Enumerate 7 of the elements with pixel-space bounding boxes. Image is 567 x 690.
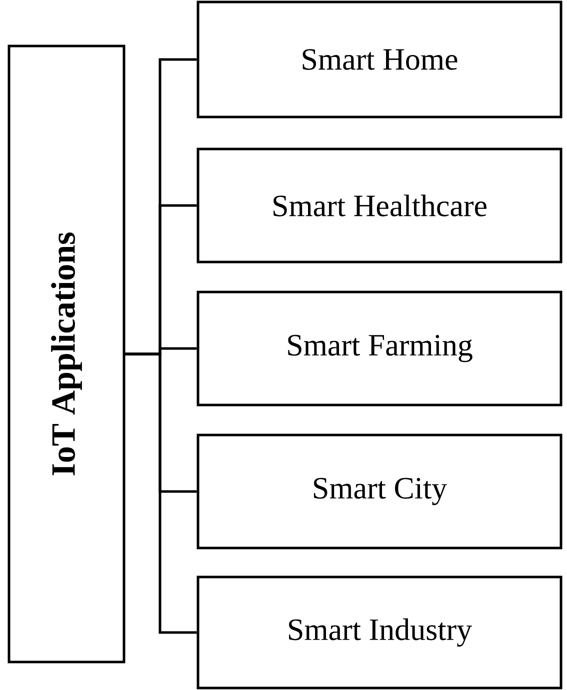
category-box: IoT Applications bbox=[8, 44, 126, 664]
application-box: Smart Farming bbox=[196, 290, 562, 406]
application-box: Smart City bbox=[196, 434, 562, 550]
application-box: Smart Industry bbox=[196, 576, 562, 690]
application-box: Smart Home bbox=[196, 0, 562, 118]
connector-line bbox=[125, 352, 197, 634]
application-box: Smart Healthcare bbox=[196, 148, 562, 264]
